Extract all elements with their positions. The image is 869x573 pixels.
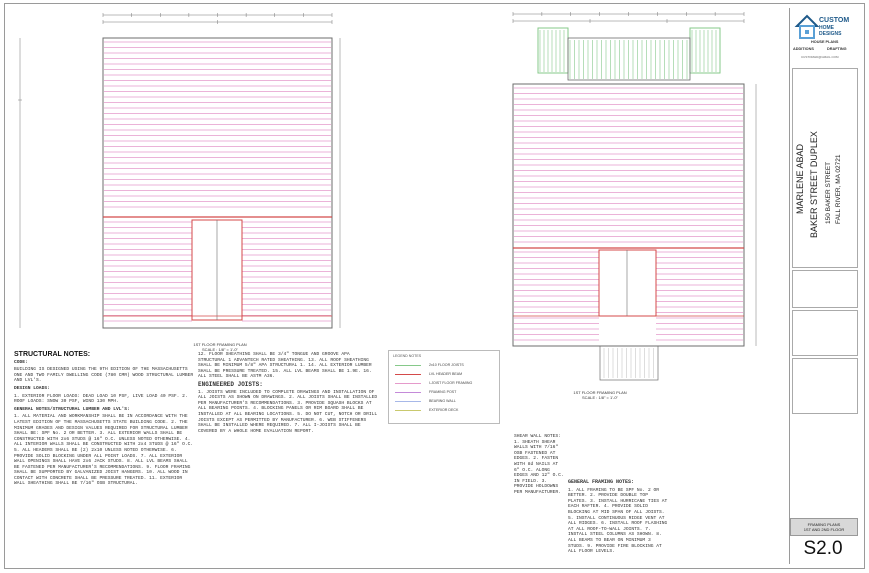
structural-notes-continued: 12. FLOOR SHEATHING SHALL BE 3/4" TONGUE… — [198, 352, 378, 564]
brand-name-line1: CUSTOM — [819, 17, 850, 24]
right-front-porch-right — [689, 27, 721, 74]
loads-text: 1. EXTERIOR FLOOR LOADS: DEAD LOAD 10 PS… — [14, 393, 188, 405]
right-stair-opening — [598, 249, 657, 317]
left-plan-title-text: 1ST FLOOR FRAMING PLAN — [193, 342, 247, 347]
drawing-sheet — [4, 3, 865, 569]
legend-row: EXTERIOR DECK — [395, 408, 495, 414]
notes-mid-text: 12. FLOOR SHEATHING SHALL BE 3/4" TONGUE… — [198, 352, 372, 380]
sheet-title-box: FRAMING PLANS 1ST AND 2ND FLOOR — [790, 518, 858, 536]
right-plan-title: 1ST FLOOR FRAMING PLAN SCALE : 1/8" = 1'… — [560, 390, 640, 400]
brand-name-line2: HOME DESIGNS — [819, 25, 842, 37]
right-plan-scale: SCALE : 1/8" = 1'-0" — [582, 395, 618, 400]
legend-label: I-JOIST FLOOR FRAMING — [429, 381, 473, 385]
loads-heading: DESIGN LOADS: — [14, 385, 50, 391]
client-name: MARLENE ABAD — [795, 143, 805, 214]
project-info-box — [792, 68, 858, 268]
general-framing-text: 1. ALL FRAMING TO BE SPF No. 2 OR BETTER… — [568, 487, 668, 555]
structural-notes: STRUCTURAL NOTES: CODE: BUILDING IS DESI… — [14, 351, 194, 564]
house-logo-icon — [794, 14, 820, 39]
sheet-number: S2.0 — [803, 538, 843, 559]
brand-house-plans: HOUSE PLANS — [811, 40, 839, 44]
legend-row: LVL HEADER BEAM — [395, 372, 495, 378]
engineered-joists-heading: ENGINEERED JOISTS: — [198, 380, 263, 388]
title-block — [789, 8, 860, 564]
legend-swatch — [395, 383, 421, 384]
right-plan-title-text: 1ST FLOOR FRAMING PLAN — [573, 390, 627, 395]
brand-contact: CUSTOMHD@GMAIL.COM — [801, 55, 839, 59]
right-rear-entry — [599, 345, 659, 381]
legend-label: BEARING WALL — [429, 399, 456, 403]
legend-label: FRAMING POST — [429, 390, 457, 394]
project-address-line2: FALL RIVER, MA 02721 — [835, 154, 842, 225]
company-logo: CUSTOM HOME DESIGNS HOUSE PLANS ADDITION… — [791, 10, 857, 62]
revision-box — [792, 270, 858, 308]
right-front-porch-left — [537, 27, 569, 74]
shear-wall-notes: SHEAR WALL NOTES: 1. SHEATH SHEAR WALLS … — [514, 434, 564, 495]
disclaimer-box — [792, 310, 858, 356]
legend-label: 2x10 FLOOR JOISTS — [429, 363, 464, 367]
code-text: BUILDING IS DESIGNED USING THE 9TH EDITI… — [14, 367, 194, 384]
legend-box: LEGEND NOTES 2x10 FLOOR JOISTS LVL HEADER… — [388, 350, 500, 424]
engineered-joists-text: 1. JOISTS WERE INCLUDED TO COMPLETE DRAW… — [198, 389, 378, 434]
legend-row: I-JOIST FLOOR FRAMING — [395, 381, 495, 387]
notes-box — [792, 358, 858, 414]
legend-label: LVL HEADER BEAM — [429, 372, 463, 376]
general-framing-heading: GENERAL FRAMING NOTES: — [568, 479, 635, 485]
legend-label: EXTERIOR DECK — [429, 408, 459, 412]
left-plan-outline — [102, 37, 333, 329]
left-plan-scale: SCALE : 1/8" = 1'-0" — [202, 347, 238, 352]
brand-drafting: DRAFTING — [827, 47, 847, 51]
legend-swatch — [395, 365, 421, 366]
code-heading: CODE: — [14, 359, 28, 365]
legend-swatch — [395, 392, 421, 393]
legend-row: FRAMING POST — [395, 390, 495, 396]
structural-notes-heading: STRUCTURAL NOTES: — [14, 351, 91, 358]
right-framing-plan — [512, 12, 757, 381]
shear-wall-text: SHEAR WALL NOTES: 1. SHEATH SHEAR WALLS … — [514, 434, 564, 495]
sheet-title-line1: FRAMING PLANS — [807, 522, 841, 527]
left-plan-title: 1ST FLOOR FRAMING PLAN SCALE : 1/8" = 1'… — [180, 342, 260, 352]
general-text: 1. ALL MATERIAL AND WORKMANSHIP SHALL BE… — [14, 414, 194, 487]
legend-row: BEARING WALL — [395, 399, 495, 405]
general-framing-notes: GENERAL FRAMING NOTES: 1. ALL FRAMING TO… — [568, 479, 668, 564]
general-heading: GENERAL NOTES/STRUCTURAL LUMBER AND LVL'… — [14, 406, 130, 412]
project-address-line1: 150 BAKER STREET — [825, 161, 832, 224]
left-framing-plan — [18, 13, 341, 329]
legend-title: LEGEND NOTES — [393, 354, 422, 358]
legend-row: 2x10 FLOOR JOISTS — [395, 363, 495, 369]
brand-additions: ADDITIONS — [793, 47, 814, 51]
legend-swatch — [395, 401, 421, 402]
project-name: BAKER STREET DUPLEX — [809, 131, 819, 238]
right-deck — [567, 37, 691, 81]
legend-swatch — [395, 374, 421, 375]
legend-swatch — [395, 410, 421, 411]
sheet-title-line2: 1ST AND 2ND FLOOR — [803, 527, 845, 532]
